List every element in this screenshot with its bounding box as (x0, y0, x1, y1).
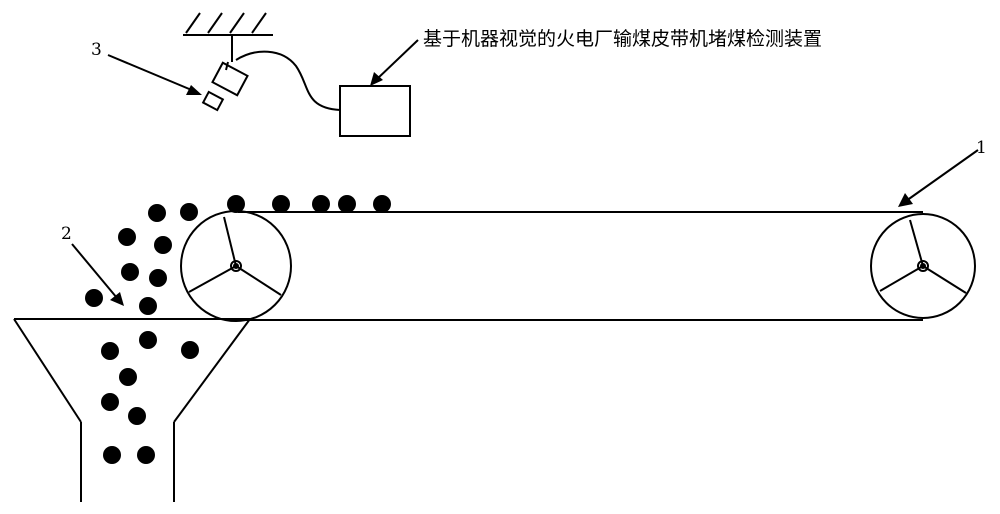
coal-lumps (85, 195, 391, 464)
coal-lump (139, 297, 157, 315)
right-pulley (870, 213, 976, 319)
coal-lump (312, 195, 330, 213)
conveyor-belt (238, 211, 923, 321)
label-camera: 3 (91, 40, 102, 60)
coal-lump (148, 204, 166, 222)
processing-unit-box (339, 85, 411, 137)
coal-lump (118, 228, 136, 246)
coal-lump (139, 331, 157, 349)
device-title: 基于机器视觉的火电厂输煤皮带机堵煤检测装置 (423, 28, 823, 50)
hopper (13, 318, 251, 502)
coal-lump (121, 263, 139, 281)
coal-lump (338, 195, 356, 213)
label-hopper: 2 (61, 224, 72, 244)
hopper-leader-arrow (71, 243, 124, 306)
coal-lump (149, 269, 167, 287)
coal-lump (137, 446, 155, 464)
coal-lump (101, 393, 119, 411)
left-pulley (180, 210, 292, 322)
coal-lump (180, 203, 198, 221)
signal-cable (235, 50, 341, 111)
coal-lump (128, 407, 146, 425)
title-leader-arrow (370, 39, 419, 86)
ceiling-mount (183, 12, 273, 62)
coal-lump (101, 342, 119, 360)
coal-lump (373, 195, 391, 213)
coal-lump (227, 195, 245, 213)
camera-leader-arrow (107, 54, 202, 95)
coal-lump (181, 341, 199, 359)
coal-lump (85, 289, 103, 307)
camera-icon (201, 61, 249, 112)
belt-leader-arrow (898, 149, 979, 207)
label-belt: 1 (976, 138, 987, 158)
coal-lump (103, 446, 121, 464)
coal-lump (154, 236, 172, 254)
coal-lump (272, 195, 290, 213)
coal-lump (119, 368, 137, 386)
